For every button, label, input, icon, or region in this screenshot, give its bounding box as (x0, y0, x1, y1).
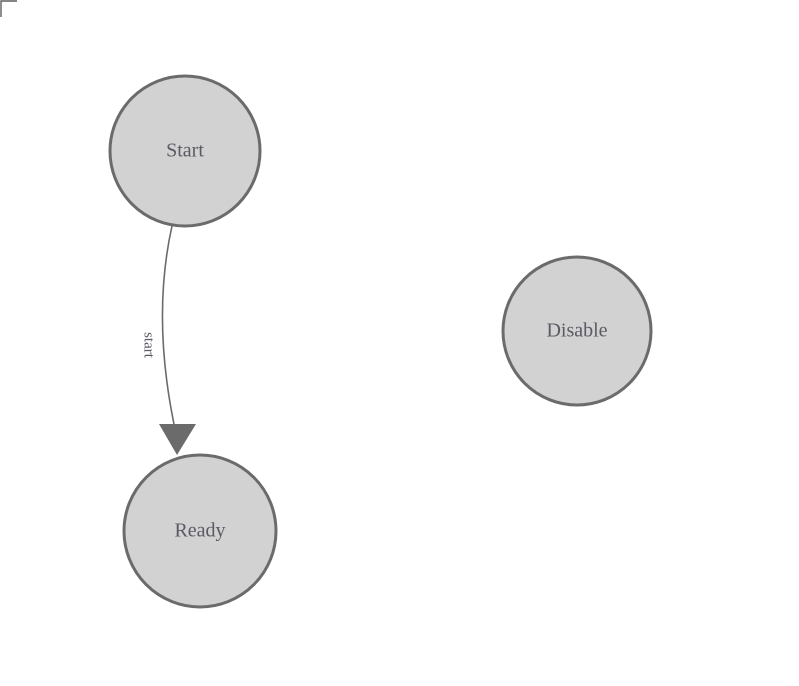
arrowhead-icon (159, 424, 196, 455)
node-disable-shape (501, 255, 653, 407)
edge-start-to-ready[interactable]: start (141, 225, 196, 455)
edge-label-start: start (141, 332, 157, 359)
node-start-label: Start (166, 140, 204, 162)
node-disable[interactable]: Disable (501, 255, 653, 407)
node-start-shape (108, 74, 262, 228)
node-ready-shape (122, 453, 278, 609)
node-disable-label: Disable (546, 320, 607, 342)
node-ready[interactable]: Ready (122, 453, 278, 609)
node-ready-label: Ready (174, 520, 225, 542)
edge-line (161, 225, 178, 439)
canvas-corner-marker (0, 0, 17, 17)
node-start[interactable]: Start (108, 74, 262, 228)
